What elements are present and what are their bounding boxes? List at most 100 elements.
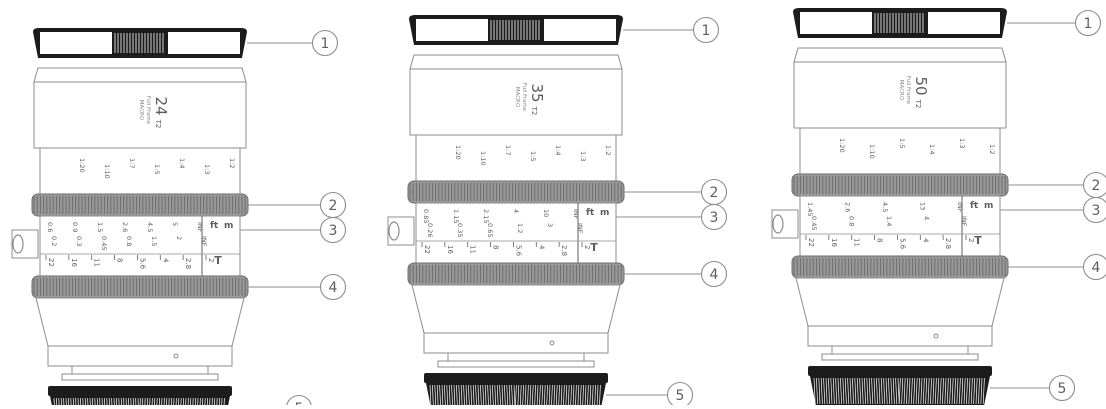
distance-ft-tick: 13	[919, 202, 927, 210]
callout-number: 5	[1058, 381, 1067, 397]
magnification-label: 1:5	[153, 164, 161, 174]
distance-ft-label: 4.5	[881, 202, 889, 212]
distance-ft-label: INF	[572, 209, 580, 220]
distance-ft-tick: 2.6	[844, 202, 852, 212]
magnification-label: 1:3	[958, 138, 966, 148]
distance-ft-label: 13	[919, 202, 927, 210]
magnification-tick: 1:5	[529, 151, 537, 161]
distance-m-label: 0.45	[100, 236, 108, 250]
iris-label: 16	[446, 245, 454, 254]
distance-ft-label: 0.6	[46, 222, 54, 232]
mount-screw	[934, 334, 938, 338]
magnification-label: 1:2	[228, 158, 236, 168]
magnification-tick: 1:3	[579, 151, 587, 161]
mount-flange-2	[62, 374, 218, 380]
iris-label: 8	[116, 258, 124, 262]
magnification-tick: 1:4	[554, 145, 562, 155]
iris-label-group: 4	[537, 245, 545, 250]
focal-length-label: 35	[528, 83, 546, 102]
iris-label-group: 22	[47, 258, 55, 267]
distance-m-tick: INF	[960, 216, 968, 227]
distance-m-label: 0.45	[810, 216, 818, 230]
lens-hood-rim	[794, 48, 1006, 62]
distance-ft-label: 1.45	[806, 202, 814, 216]
iris-label-group: 5.6	[138, 258, 146, 270]
distance-ft-tick: 0.85	[422, 209, 430, 223]
distance-ft-label: INF	[956, 202, 964, 213]
distance-m-tick: 0.8	[125, 236, 133, 246]
unit-ft-label: ft	[586, 208, 595, 218]
magnification-tick: 1:5	[153, 164, 161, 174]
series-label: MACRO	[138, 100, 144, 121]
rear-cap-top	[48, 386, 232, 396]
iris-label: 11	[469, 245, 477, 254]
iris-label: 22	[423, 245, 431, 254]
distance-m-label: 0.2	[50, 236, 58, 246]
callout-number: 3	[329, 223, 338, 239]
magnification-label: 1:10	[868, 144, 876, 159]
distance-ft-tick: 1.5	[96, 222, 104, 232]
iris-label: 4	[537, 245, 545, 250]
distance-m-label: 1.4	[885, 216, 893, 226]
magnification-tick: 1:2	[604, 145, 612, 155]
magnification-label: 1:5	[898, 138, 906, 148]
magnification-tick: 1:5	[898, 138, 906, 148]
iris-label-group: 5.6	[898, 238, 906, 250]
aperture-label: T2	[154, 119, 162, 129]
iris-label: 2.8	[944, 238, 952, 249]
rear-barrel	[48, 346, 232, 366]
magnification-tick: 1:7	[504, 145, 512, 155]
distance-ft-label: 2.6	[844, 202, 852, 212]
callout-number: 3	[710, 210, 719, 226]
magnification-label: 1:10	[479, 151, 487, 166]
distance-m-label: 0.8	[848, 216, 856, 226]
rear-barrel-taper	[796, 278, 1004, 326]
iris-unit-label: T	[974, 234, 982, 247]
magnification-label: 1:5	[529, 151, 537, 161]
iris-label-group: 16	[70, 258, 78, 267]
distance-ft-label: 10	[542, 209, 550, 217]
lens-hood-rim	[410, 55, 622, 69]
rear-cap-top	[424, 373, 608, 383]
distance-ft-label: 1.5	[96, 222, 104, 232]
magnification-tick: 1:4	[178, 158, 186, 168]
magnification-label: 1:20	[78, 158, 86, 173]
distance-m-tick: 2	[175, 236, 183, 240]
distance-m-label: 2	[175, 236, 183, 240]
magnification-label: 1:2	[988, 144, 996, 154]
distance-ft-tick: 4.5	[146, 222, 154, 232]
unit-m-label: m	[984, 201, 993, 211]
magnification-label: 1:2	[604, 145, 612, 155]
distance-ft-label: INF	[196, 222, 204, 233]
side-lever-pin	[13, 235, 23, 253]
distance-ft-tick: INF	[572, 209, 580, 220]
distance-ft-tick: INF	[196, 222, 204, 233]
iris-label-group: 16	[830, 238, 838, 247]
iris-label-group: 2.8	[944, 238, 952, 249]
distance-m-tick: 0.2	[50, 236, 58, 246]
aperture-label: T2	[530, 106, 538, 116]
unit-ft-label: ft	[970, 201, 979, 211]
magnification-label: 1:3	[579, 151, 587, 161]
magnification-tick: 1:10	[103, 164, 111, 179]
magnification-tick: 1:3	[958, 138, 966, 148]
iris-unit-label: T	[590, 241, 598, 254]
magnification-tick: 1:10	[479, 151, 487, 166]
iris-label: 5.6	[514, 245, 522, 257]
distance-m-tick: 0.8	[848, 216, 856, 226]
magnification-label: 1:4	[554, 145, 562, 155]
distance-m-label: 1.5	[150, 236, 158, 246]
distance-m-tick: 0.45	[100, 236, 108, 250]
rear-barrel	[424, 333, 608, 353]
distance-m-label: 3	[546, 223, 554, 227]
side-lever-pin	[773, 215, 783, 233]
format-label: Full Frame	[145, 96, 151, 125]
callout-number: 2	[710, 185, 719, 201]
magnification-label: 1:7	[504, 145, 512, 155]
callout-number: 4	[1092, 260, 1101, 276]
iris-label-group: 5.6	[514, 245, 522, 257]
